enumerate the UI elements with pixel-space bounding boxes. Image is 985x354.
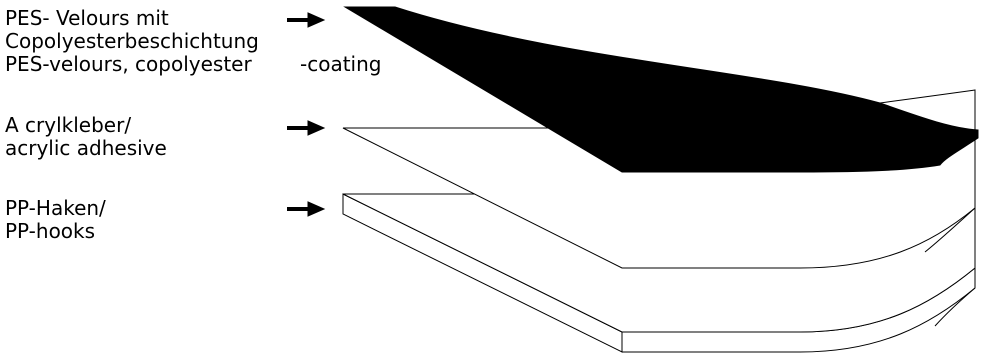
label-velours-layer: PES- Velours mit Copolyesterbeschichtung… — [5, 7, 259, 76]
pp-hooks-curl-line — [934, 287, 976, 327]
adhesive-curl-line — [924, 207, 976, 253]
label-adhesive-line-2: acrylic adhesive — [5, 136, 167, 160]
right-arrow-icon — [287, 120, 326, 136]
right-arrow-icon — [287, 12, 326, 28]
label-adhesive-layer: A crylkleber/ acrylic adhesive — [5, 114, 167, 160]
label-velours-en-suffix: -coating — [300, 52, 382, 76]
label-velours-de-line-1: PES- Velours mit — [5, 6, 169, 30]
velours-sheet — [343, 6, 979, 173]
label-hooks-line-2: PP-hooks — [5, 219, 96, 243]
right-arrow-icon — [287, 201, 326, 217]
label-adhesive-line-1: A crylkleber/ — [5, 113, 132, 137]
label-velours-en: PES-velours, copolyester — [5, 52, 252, 76]
label-hooks-line-1: PP-Haken/ — [5, 196, 106, 220]
velours-layer — [343, 6, 979, 173]
label-hooks-layer: PP-Haken/ PP-hooks — [5, 197, 106, 243]
label-velours-de-line-2: Copolyesterbeschichtung — [5, 29, 259, 53]
